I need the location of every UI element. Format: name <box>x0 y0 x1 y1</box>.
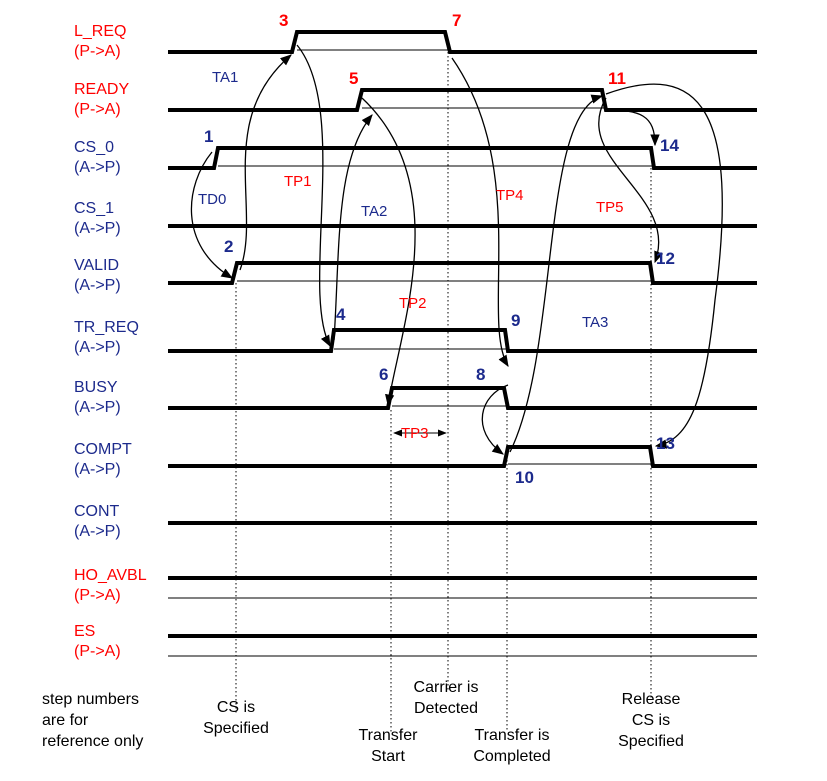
arrow-td0 <box>190 151 233 279</box>
signal-name-compt: COMPT <box>74 441 132 458</box>
arrow-tp2 <box>361 97 416 407</box>
note-legend-line-3: reference only <box>42 733 143 750</box>
signal-direction-ho-avbl: (P->A) <box>74 587 121 604</box>
signal-direction-busy: (A->P) <box>74 399 121 416</box>
step-number-6: 6 <box>379 365 388 384</box>
signal-name-cont: CONT <box>74 503 120 520</box>
arrow-tp5 <box>598 97 664 264</box>
note-cs-specified-line-1: CS is <box>217 699 255 716</box>
note-release-cs-line-2: CS is <box>632 712 670 729</box>
timing-label-ta3: TA3 <box>582 314 608 331</box>
timing-label-tp2: TP2 <box>399 295 427 312</box>
signal-name-ho-avbl: HO_AVBL <box>74 567 147 584</box>
step-number-12: 12 <box>656 249 675 268</box>
note-carrier-detected-line-1: Carrier is <box>414 679 479 696</box>
step-number-11: 11 <box>608 69 626 88</box>
arrow-tp4 <box>451 57 509 368</box>
signal-direction-cs-1: (A->P) <box>74 220 121 237</box>
waveform-tr-req <box>168 328 757 353</box>
waveform-valid <box>168 261 757 285</box>
step-number-14: 14 <box>660 136 679 155</box>
note-transfer-completed-line-1: Transfer is <box>475 727 550 744</box>
note-transfer-start-line-1: Transfer <box>359 727 419 744</box>
note-release-cs-line-1: Release <box>622 691 681 708</box>
waveform-es <box>168 634 757 657</box>
reference-lines <box>235 52 652 732</box>
step-number-3: 3 <box>279 11 288 30</box>
waveform-compt <box>168 445 757 468</box>
arrow-to-14 <box>605 109 660 147</box>
signal-direction-es: (P->A) <box>74 643 121 660</box>
arrow-tp1 <box>296 44 331 348</box>
signal-direction-tr-req: (A->P) <box>74 339 121 356</box>
note-carrier-detected-line-2: Detected <box>414 700 478 717</box>
waveforms <box>168 30 757 657</box>
signal-name-tr-req: TR_REQ <box>74 319 139 336</box>
signal-direction-compt: (A->P) <box>74 461 121 478</box>
waveform-l-req <box>168 30 757 54</box>
timing-label-tp3: TP3 <box>401 425 429 442</box>
note-transfer-completed-line-2: Completed <box>473 748 550 765</box>
signal-name-valid: VALID <box>74 257 119 274</box>
step-number-1: 1 <box>204 127 213 146</box>
arrow-ta2 <box>333 114 373 341</box>
step-number-9: 9 <box>511 311 520 330</box>
signal-direction-cs-0: (A->P) <box>74 159 121 176</box>
signal-name-l-req: L_REQ <box>74 23 126 40</box>
waveform-ready <box>168 88 757 112</box>
arrow-to-13 <box>605 83 723 449</box>
note-transfer-start-line-2: Start <box>371 748 405 765</box>
signal-direction-cont: (A->P) <box>74 523 121 540</box>
timing-label-tp4: TP4 <box>496 187 524 204</box>
signal-name-es: ES <box>74 623 95 640</box>
step-number-4: 4 <box>336 305 346 324</box>
causal-arrows <box>190 44 723 455</box>
step-number-5: 5 <box>349 69 358 88</box>
waveform-cs-0 <box>168 146 757 170</box>
step-number-7: 7 <box>452 11 461 30</box>
step-number-2: 2 <box>224 237 233 256</box>
signal-direction-l-req: (P->A) <box>74 43 121 60</box>
signal-name-busy: BUSY <box>74 379 118 396</box>
signal-direction-ready: (P->A) <box>74 101 121 118</box>
timing-label-td0: TD0 <box>198 191 226 208</box>
note-release-cs-line-3: Specified <box>618 733 684 750</box>
signal-name-ready: READY <box>74 81 129 98</box>
arrow-ta1 <box>239 54 292 271</box>
step-number-13: 13 <box>656 434 675 453</box>
signal-direction-valid: (A->P) <box>74 277 121 294</box>
timing-label-ta1: TA1 <box>212 69 238 86</box>
arrow-ta3 <box>509 94 604 453</box>
waveform-ho-avbl <box>168 576 757 599</box>
timing-label-tp5: TP5 <box>596 199 624 216</box>
waveform-busy <box>168 386 757 410</box>
labels-layer: L_REQ (P->A) READY (P->A) CS_0 (A->P) CS_1 (A->… <box>42 11 684 765</box>
arrow-tp4-return <box>481 384 509 455</box>
step-number-10: 10 <box>515 468 534 487</box>
note-cs-specified-line-2: Specified <box>203 720 269 737</box>
signal-name-cs-1: CS_1 <box>74 200 114 217</box>
signal-name-cs-0: CS_0 <box>74 139 114 156</box>
timing-label-ta2: TA2 <box>361 203 387 220</box>
note-legend-line-2: are for <box>42 712 89 729</box>
step-number-8: 8 <box>476 365 485 384</box>
timing-label-tp1: TP1 <box>284 173 312 190</box>
note-legend-line-1: step numbers <box>42 691 139 708</box>
